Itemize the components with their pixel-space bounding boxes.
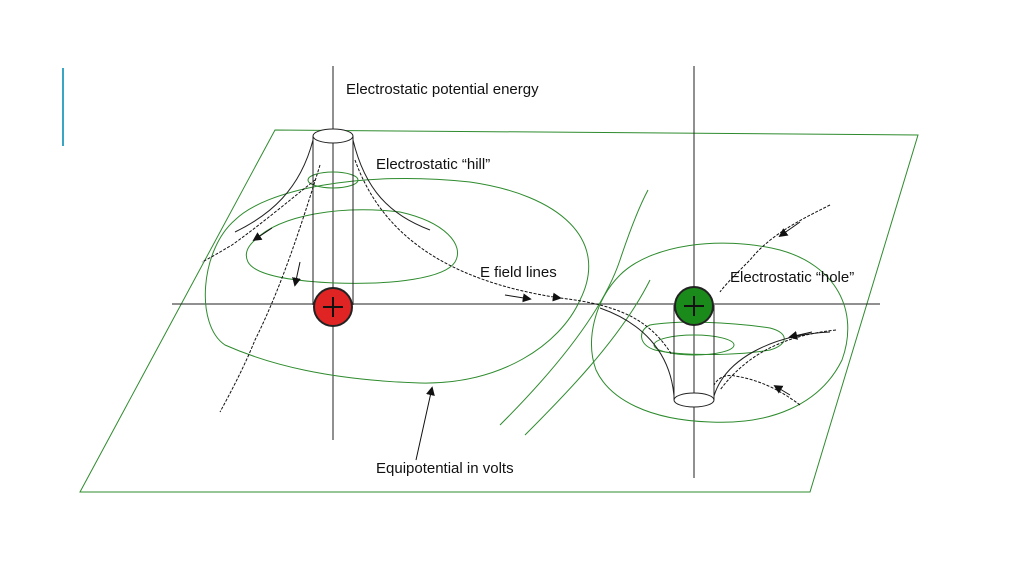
potential-hill [234, 128, 431, 305]
hole-label: Electrostatic “hole” [730, 269, 854, 286]
arrow-left-down [292, 261, 301, 287]
equipotential-label: Equipotential in volts [376, 460, 514, 477]
arrow-right-top [778, 221, 801, 238]
equipotential-mid-right [641, 321, 785, 355]
hill-label: Electrostatic “hill” [376, 156, 490, 173]
hole-flare-left [599, 307, 675, 397]
equipotential-inner-right [653, 334, 735, 356]
equipotential-outer-left [204, 177, 590, 384]
equipotential-inner-left [307, 171, 359, 189]
arrow-left-out [252, 227, 273, 241]
field-line-right-bottom [713, 375, 801, 406]
charge-icon [674, 286, 714, 326]
equipotential-outer-right [591, 242, 849, 423]
equipotential-contours [204, 171, 849, 436]
ground-plane [79, 129, 919, 493]
equipotential-middle-2 [524, 279, 651, 436]
hill-flare-left [234, 139, 314, 233]
plus-charge-icon [313, 287, 353, 327]
hole-bottom-rim [673, 392, 715, 408]
equipotential-middle-1 [499, 189, 649, 426]
field-line-left-out [201, 179, 316, 263]
equipotential-mid-left [245, 209, 458, 284]
arrow-right-mid [788, 331, 813, 340]
potential-energy-label: Electrostatic potential energy [346, 81, 539, 98]
hill-top-rim [312, 128, 354, 144]
arrow-right-bottom [773, 385, 791, 396]
arrow-equipotential-pointer [415, 386, 435, 461]
field-line-right-mid [719, 329, 837, 391]
field-line-main [354, 159, 673, 356]
field-line-right-top [719, 204, 831, 293]
hill-flare-right [352, 139, 431, 231]
arrowheads [252, 221, 813, 461]
arrow-main [504, 293, 532, 303]
axes [172, 66, 880, 478]
field-line-left-down [219, 164, 321, 413]
potential-hole [599, 305, 831, 408]
field-lines-label: E field lines [480, 264, 557, 281]
hole-flare-right [713, 331, 831, 397]
field-lines [201, 159, 837, 413]
slide-accent-bar [62, 68, 64, 146]
